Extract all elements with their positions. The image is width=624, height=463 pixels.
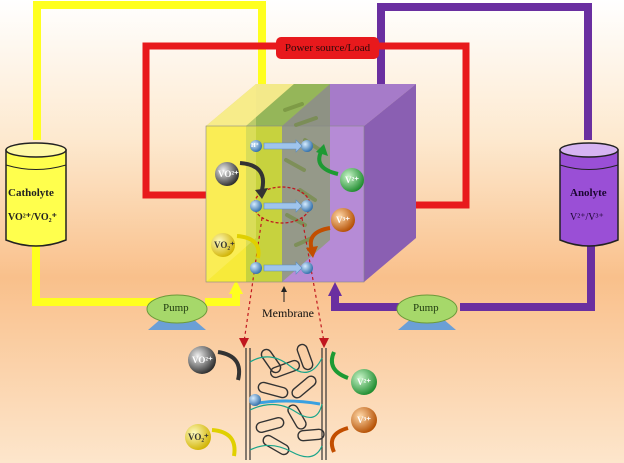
- vo2-cell-label: VO₂⁺: [214, 240, 235, 250]
- vo2p-cell-label: VO²⁺: [218, 169, 239, 179]
- pump-right-label: Pump: [413, 302, 439, 314]
- v3-zoom-label: V³⁺: [357, 415, 371, 425]
- v2-cell-label: V²⁺: [345, 175, 359, 185]
- anolyte-loop: [331, 3, 595, 311]
- anolyte-species: V²⁺/V³⁺: [570, 212, 604, 223]
- zoom-lines: [243, 217, 325, 343]
- h-ions-cell: [250, 140, 313, 274]
- catholyte-tank: [5, 142, 67, 247]
- v2-ball-cell: [340, 168, 364, 192]
- v3-ball-cell: [331, 208, 355, 232]
- vo2p-zoom-label: VO²⁺: [192, 355, 213, 365]
- pump-right-shape: [396, 294, 458, 330]
- membrane-label: Membrane: [262, 306, 314, 320]
- catholyte-species: VO²⁺/VO₂⁺: [8, 212, 57, 223]
- h-ion-label: H⁺: [251, 143, 259, 149]
- vo2-zoom-label: VO₂⁺: [188, 432, 209, 442]
- zoom-detail: [185, 343, 377, 460]
- catholyte-arrow-up: [229, 280, 243, 294]
- pump-left-label: Pump: [163, 302, 189, 314]
- v2-zoom-label: V²⁺: [357, 377, 371, 387]
- anolyte-arrow-up: [328, 282, 342, 296]
- proton-arrows: [263, 139, 303, 275]
- anolyte-tank: [559, 142, 619, 247]
- catholyte-label: Catholyte: [8, 187, 54, 199]
- power-loop: [142, 42, 470, 209]
- power-source-label: Power source/Load: [276, 37, 379, 59]
- v3-cell-label: V³⁺: [336, 215, 350, 225]
- pump-left-shape: [146, 294, 208, 330]
- vo2p-arrow-cell: [239, 161, 265, 191]
- anolyte-label: Anolyte: [570, 187, 607, 199]
- vo2-ball-cell: [211, 233, 235, 257]
- membrane-fibres: [283, 102, 322, 247]
- vo2p-ball-cell: [215, 162, 239, 186]
